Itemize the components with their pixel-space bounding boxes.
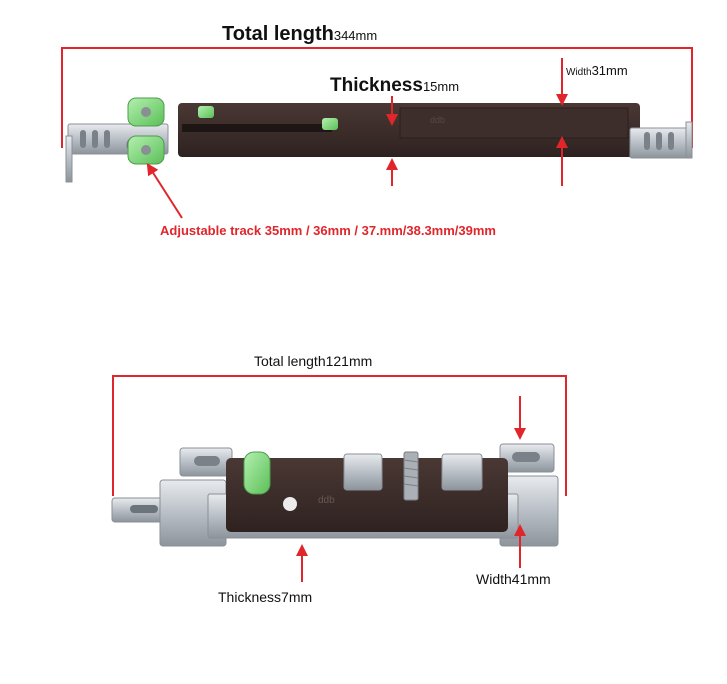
top-thickness-word: Thickness [330,75,423,96]
top-body-imprint: ddb [430,115,446,125]
adjustable-track-arrow [146,162,183,219]
bottom-thickness-label: Thickness7mm [218,590,312,606]
top-width-word: Width [566,67,592,78]
top-total-length-value: 344mm [333,28,378,43]
bottom-total-length-bracket [112,375,567,496]
top-width-label: Width31mm [566,63,628,79]
bottom-metal-clips [343,453,483,491]
bottom-total-length-label: Total length121mm [254,354,372,370]
bottom-thickness-word: Thickness [218,589,282,605]
top-total-length-word: Total length [222,23,334,45]
adjustable-track-label: Adjustable track 35mm / 36mm / 37.mm/38.… [160,223,496,238]
bottom-total-length-word: Total length [254,353,326,369]
top-total-length-bracket [61,47,693,148]
top-right-metal-bracket [629,121,693,159]
top-width-value: 31mm [591,63,628,78]
top-brown-body [178,103,640,157]
bottom-width-label: Width41mm [476,572,551,588]
bottom-width-word: Width [476,571,512,587]
bottom-total-length-value: 121mm [325,353,373,369]
bottom-thickness-value: 7mm [281,589,313,605]
bottom-body-imprint: ddb [318,495,335,506]
bottom-width-value: 41mm [511,571,551,587]
top-thickness-value: 15mm [422,79,460,94]
top-green-wheels [127,97,338,165]
top-thickness-label: Thickness15mm [330,76,459,95]
bottom-green-wheel [243,451,271,495]
bottom-brown-body [226,458,508,532]
bottom-threaded-screw [403,451,419,501]
top-total-length-label: Total length344mm [222,24,377,44]
